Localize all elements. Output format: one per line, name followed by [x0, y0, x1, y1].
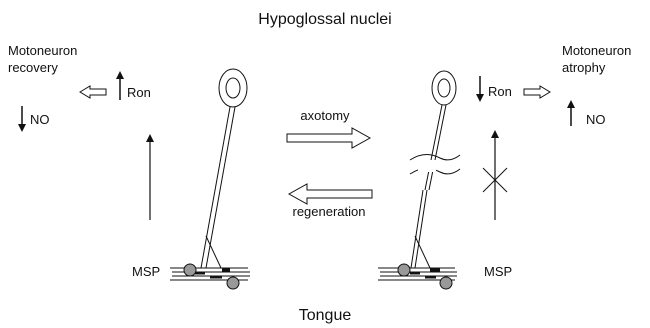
left-heading-line1: Motoneuron: [8, 43, 77, 58]
axotomy-arrow-icon: [287, 128, 370, 148]
diagram-title: Hypoglossal nuclei: [258, 11, 391, 28]
axotomy-label: axotomy: [300, 108, 350, 123]
right-msp-label: MSP: [484, 264, 512, 279]
regeneration-label: regeneration: [293, 204, 366, 219]
regeneration-arrow-icon: [289, 184, 372, 204]
left-msp-label: MSP: [132, 264, 160, 279]
right-muscle-fibers: [378, 264, 457, 289]
left-hollow-arrow-icon: [80, 86, 106, 98]
left-ron-label: Ron: [127, 85, 151, 100]
left-neuron: [201, 69, 247, 268]
tongue-label: Tongue: [299, 307, 352, 324]
right-hollow-arrow-icon: [524, 86, 550, 98]
right-heading-line1: Motoneuron: [562, 43, 631, 58]
left-heading-line2: recovery: [8, 60, 58, 75]
right-ron-label: Ron: [488, 84, 512, 99]
left-muscle-fibers: [170, 264, 250, 289]
left-no-label: NO: [30, 112, 50, 127]
right-no-label: NO: [586, 112, 606, 127]
right-heading-line2: atrophy: [562, 60, 606, 75]
